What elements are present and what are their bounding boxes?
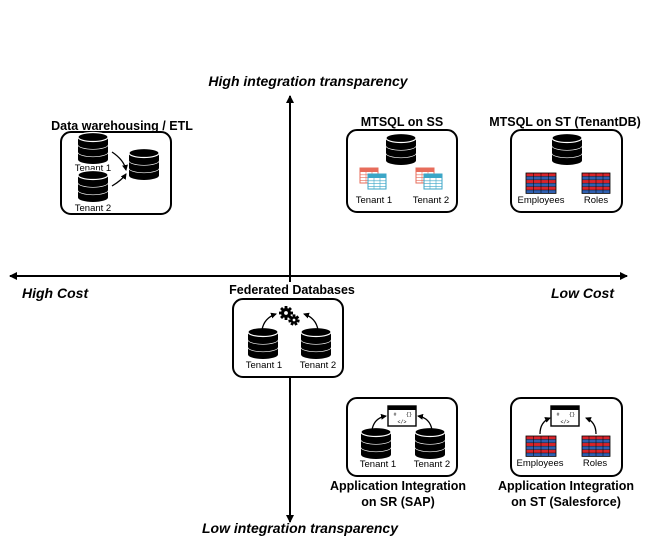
box-mtsql-st: MTSQL on ST (TenantDB) Employees Roles [489,115,641,213]
title-backdrop [218,282,368,298]
tenant-label: Tenant 2 [413,195,449,206]
svg-text:</>: </> [560,420,569,426]
axis-label-left: High Cost [22,285,89,301]
box-frame [346,397,458,477]
table-label: Employees [517,458,564,469]
database-icon [300,326,332,359]
tenant-label: Tenant 1 [356,195,392,206]
tenant-label: Tenant 2 [414,459,450,470]
database-icon [77,131,109,165]
arrow [417,413,433,431]
code-window-icon: # {}</> [387,405,417,427]
spreadsheet-table-icon [415,167,443,190]
arrow [111,173,127,187]
box-title-line2: on SR (SAP) [361,495,435,509]
database-icon [385,132,417,165]
database-icon [360,426,392,459]
database-icon [247,326,279,359]
arrow [111,151,128,171]
box-data-warehousing-etl: Data warehousing / ETL Tenant 1 Tenant 2 [51,119,193,215]
box-title-line1: Application Integration [498,479,634,493]
red-blue-table-icon [525,172,557,194]
box-federated-databases: Federated Databases Tenant 1 Tenant 2 [218,282,368,378]
arrow [585,417,597,435]
tenant-label: Tenant 2 [75,203,111,214]
svg-text:{}: {} [406,412,412,418]
box-title: MTSQL on ST (TenantDB) [489,115,641,129]
database-icon [77,169,109,202]
svg-text:{}: {} [569,412,575,418]
red-blue-table-icon [525,435,557,457]
red-blue-table-icon [581,172,611,194]
svg-text:#: # [556,412,559,418]
box-title: MTSQL on SS [361,115,443,129]
gears-icon [279,306,300,326]
tenant-label: Tenant 2 [300,360,336,371]
box-frame [60,131,172,215]
database-icon [128,147,160,180]
arrow [371,413,387,431]
axis-label-bottom: Low integration transparency [202,520,399,536]
axis-label-top: High integration transparency [208,73,408,89]
table-label: Roles [583,458,608,469]
arrow [539,417,551,435]
box-mtsql-ss: MTSQL on SS Tenant 1 Tenant 2 [346,115,458,213]
box-title-line2: on ST (Salesforce) [511,495,621,509]
arrow [261,312,277,331]
svg-text:</>: </> [397,420,406,426]
box-frame [510,397,623,477]
database-icon [551,132,583,165]
tenant-label: Tenant 1 [246,360,282,371]
red-blue-table-icon [581,435,611,457]
spreadsheet-table-icon [359,167,387,190]
box-application-integration-st: # {}</> Employees Roles Application Integ… [498,397,634,509]
box-title-line1: Application Integration [330,479,466,493]
svg-text:#: # [393,412,396,418]
database-icon [414,426,446,459]
tenant-label: Tenant 1 [75,163,111,174]
box-frame [510,129,623,213]
table-label: Employees [518,195,565,206]
tenant-label: Tenant 1 [360,459,396,470]
arrow [303,312,319,331]
box-title: Federated Databases [229,283,355,297]
box-frame [346,129,458,213]
box-title: Data warehousing / ETL [51,119,193,133]
box-application-integration-sr: # {}</> Tenant 1 Tenant 2 Application Int… [330,397,466,509]
code-window-icon: # {}</> [550,405,580,427]
axis-label-right: Low Cost [551,285,615,301]
table-label: Roles [584,195,609,206]
